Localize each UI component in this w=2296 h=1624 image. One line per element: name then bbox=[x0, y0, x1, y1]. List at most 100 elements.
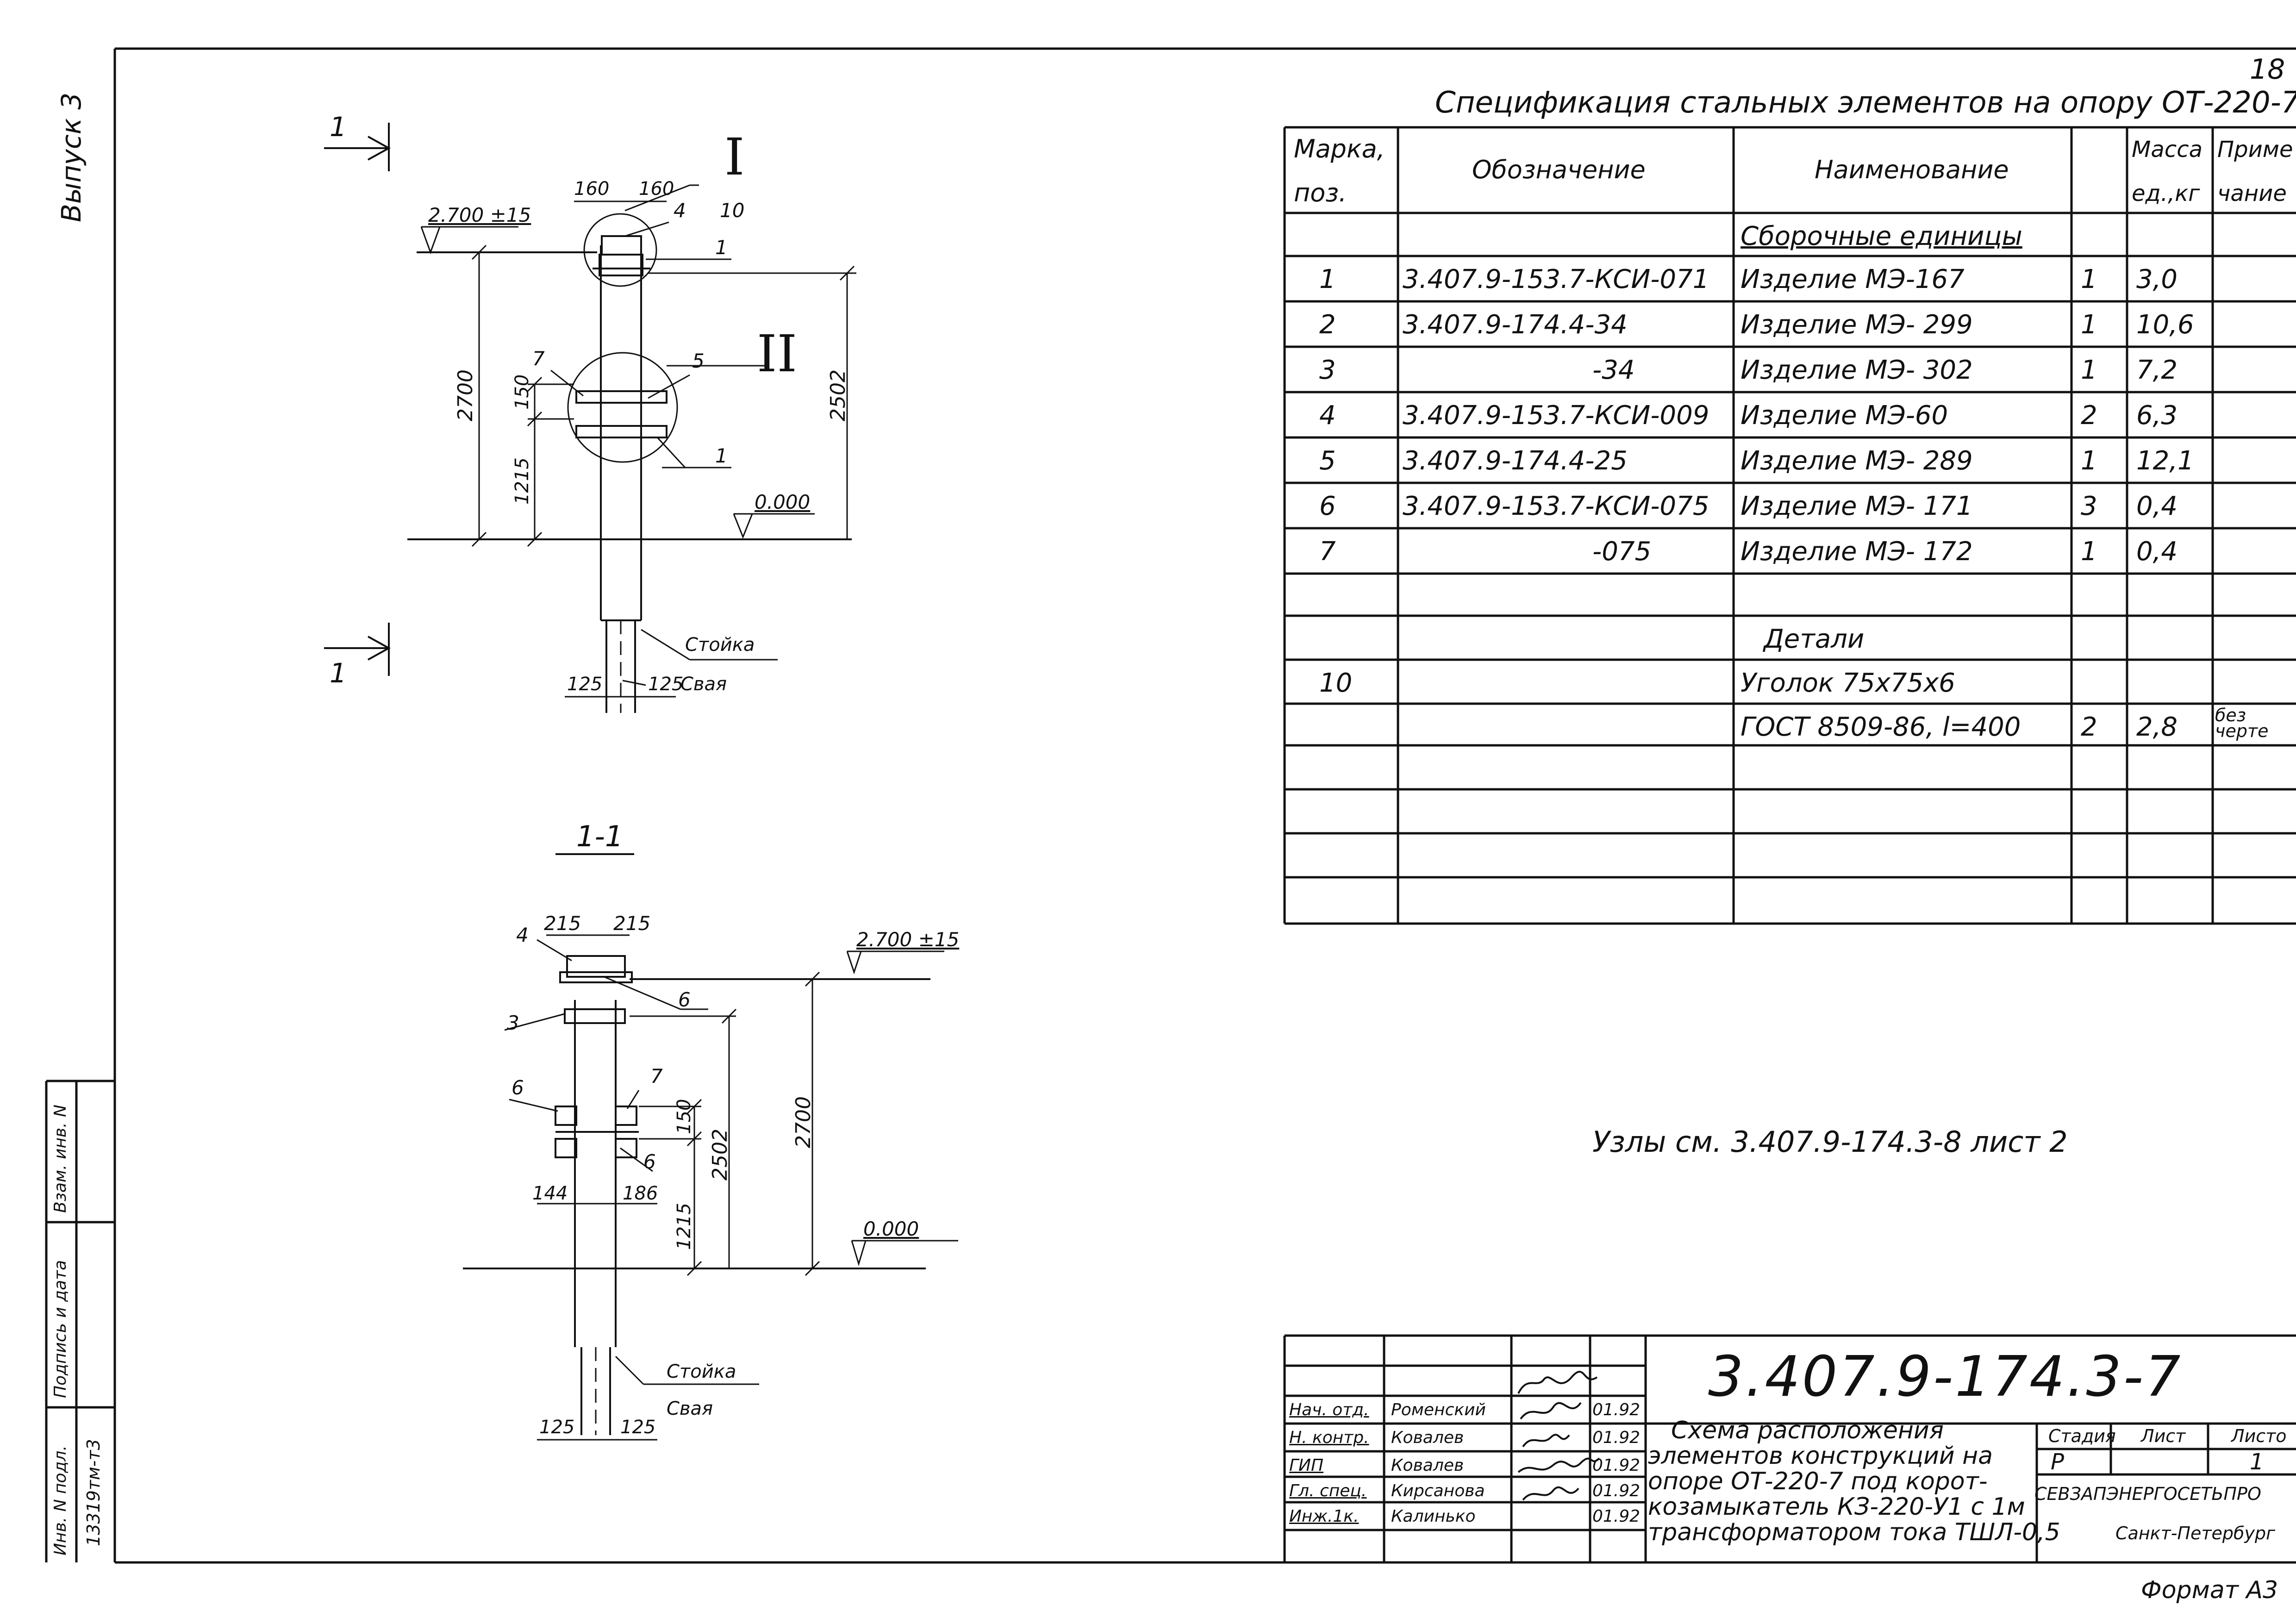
level-zero-section: 0.000 bbox=[863, 1218, 919, 1240]
dim-125-left-elev: 125 bbox=[567, 674, 603, 695]
spec-cell-name: Изделие МЭ- 299 bbox=[1741, 310, 1973, 340]
stamp-role: ГИП bbox=[1289, 1456, 1324, 1475]
stamp-name: Ковалев bbox=[1391, 1428, 1464, 1447]
pos-label-5: 5 bbox=[692, 350, 705, 372]
dim-150-elev: 150 bbox=[512, 374, 533, 410]
spec-cell-mass: 7,2 bbox=[2136, 355, 2178, 385]
spec-cell-qty: 1 bbox=[2081, 264, 2097, 294]
stamp-title-line: опоре ОТ-220-7 под корот- bbox=[1648, 1468, 1988, 1495]
spec-cell-designation: 3.407.9-153.7-КСИ-075 bbox=[1403, 491, 1710, 521]
stage-value: Р bbox=[2051, 1449, 2064, 1475]
spec-cell-designation: 3.407.9-153.7-КСИ-071 bbox=[1403, 264, 1710, 294]
label-stoika-section: Стойка bbox=[667, 1361, 736, 1382]
spec-cell-designation: -075 bbox=[1592, 537, 1652, 567]
callout-node-I: I bbox=[724, 127, 745, 187]
dim-125-right-elev: 125 bbox=[648, 674, 684, 695]
sheet-label: Лист bbox=[2141, 1426, 2186, 1446]
spec-cell-mass: 10,6 bbox=[2136, 310, 2194, 340]
spec-cell-mark: 5 bbox=[1319, 446, 1336, 476]
pos-6-left-section: 6 bbox=[512, 1076, 524, 1099]
spec-cell-mass: 6,3 bbox=[2136, 400, 2178, 431]
level-top-elev: 2.700 ±15 bbox=[428, 204, 531, 226]
stamp-title-line: элементов конструкций на bbox=[1648, 1442, 1993, 1470]
stamp-name: Калинько bbox=[1391, 1507, 1476, 1526]
stamp-title-line: Схема расположения bbox=[1671, 1417, 1944, 1444]
spec-cell-name: Изделие МЭ- 289 bbox=[1741, 446, 1973, 476]
spec-cell-name: ГОСТ 8509-86, l=400 bbox=[1741, 712, 2021, 742]
spec-cell-name: Изделие МЭ- 171 bbox=[1741, 491, 1973, 521]
vzam-inv-label: Взам. инв. N bbox=[51, 1105, 70, 1213]
spec-cell-mass: 2,8 bbox=[2136, 712, 2178, 742]
stamp-name: Ковалев bbox=[1391, 1456, 1464, 1475]
spec-cell-name: Изделие МЭ-167 bbox=[1741, 264, 1965, 294]
spec-cell-mark: 1 bbox=[1319, 264, 1336, 294]
level-zero-elev: 0.000 bbox=[755, 491, 811, 513]
dim-125-right-section: 125 bbox=[620, 1417, 656, 1438]
signatures bbox=[1517, 1371, 1600, 1501]
spec-cell-mass: 3,0 bbox=[2136, 264, 2178, 294]
header-mass-1: Масса bbox=[2132, 137, 2203, 162]
label-stoika-elev: Стойка bbox=[685, 634, 755, 656]
spec-cell-name: Изделие МЭ- 172 bbox=[1741, 537, 1973, 567]
spec-cell-mass: 0,4 bbox=[2136, 537, 2178, 567]
inv-podl-label: Инв. N подл. bbox=[51, 1445, 70, 1555]
callout-node-II: II bbox=[757, 324, 797, 383]
org-city: Санкт-Петербург bbox=[2115, 1523, 2276, 1543]
stamp-date: 01.92 bbox=[1592, 1507, 1641, 1526]
dim-144: 144 bbox=[532, 1183, 568, 1204]
org-name: СЕВЗАПЭНЕРГОСЕТЬПРО bbox=[2034, 1484, 2261, 1504]
sheets-label: Листо bbox=[2231, 1426, 2287, 1446]
section-title: 1-1 bbox=[576, 819, 624, 853]
section-mark-bottom: 1 bbox=[330, 657, 347, 689]
header-mark-2: поз. bbox=[1294, 178, 1347, 207]
spec-cell-mark: 4 bbox=[1319, 400, 1336, 431]
stamp-title-line: трансформатором тока ТШЛ-0,5 bbox=[1648, 1518, 2060, 1546]
stamp-name: Роменский bbox=[1391, 1400, 1486, 1419]
dim-1215-elev: 1215 bbox=[512, 457, 533, 505]
pos-label-1-bottom: 1 bbox=[715, 444, 728, 467]
dim-150-section: 150 bbox=[674, 1099, 695, 1134]
pos-label-7: 7 bbox=[532, 347, 545, 370]
stamp-date: 01.92 bbox=[1592, 1481, 1641, 1500]
spec-cell-name: Уголок 75х75х6 bbox=[1741, 668, 1955, 698]
stamp-date: 01.92 bbox=[1592, 1456, 1641, 1475]
label-svaya-section: Свая bbox=[667, 1398, 713, 1419]
section-mark-top: 1 bbox=[330, 111, 347, 143]
header-note-2: чание bbox=[2217, 181, 2287, 206]
header-designation: Обозначение bbox=[1472, 155, 1646, 184]
spec-cell-name: Изделие МЭ-60 bbox=[1741, 400, 1948, 431]
header-mark-1: Марка, bbox=[1294, 134, 1385, 163]
spec-cell-mark: 6 bbox=[1319, 491, 1336, 521]
dim-2700-elev: 2700 bbox=[454, 369, 477, 421]
spec-cell-mark: 10 bbox=[1319, 668, 1353, 698]
stamp-title-line: козамыкатель КЗ-220-У1 с 1м bbox=[1648, 1493, 2025, 1521]
sheet-value: 1 bbox=[2250, 1449, 2264, 1475]
dim-186: 186 bbox=[623, 1183, 658, 1204]
spec-cell-note: без черте bbox=[2215, 705, 2269, 741]
stamp-date: 01.92 bbox=[1592, 1428, 1641, 1447]
dim-215-right: 215 bbox=[613, 912, 651, 935]
dim-2502-elev: 2502 bbox=[826, 369, 850, 421]
pos-6-top-section: 6 bbox=[678, 988, 691, 1011]
spec-cell-mass: 12,1 bbox=[2136, 446, 2194, 476]
inv-number: 13319тм-т3 bbox=[83, 1439, 104, 1546]
format-label: Формат А3 bbox=[2141, 1576, 2278, 1604]
dim-160-left: 160 bbox=[574, 178, 610, 200]
pos-7-section: 7 bbox=[650, 1065, 663, 1087]
stage-label: Стадия bbox=[2048, 1426, 2116, 1446]
spec-cell-name: Сборочные единицы bbox=[1741, 221, 2022, 251]
pos-label-4: 4 bbox=[674, 199, 686, 222]
spec-cell-qty: 2 bbox=[2081, 400, 2097, 431]
dim-1215-section: 1215 bbox=[674, 1203, 695, 1250]
pos-4-section: 4 bbox=[516, 924, 529, 946]
pos-label-10: 10 bbox=[720, 199, 745, 222]
nodes-note: Узлы см. 3.407.9-174.3-8 лист 2 bbox=[1592, 1125, 2068, 1159]
label-svaya-elev: Свая bbox=[680, 674, 727, 695]
spec-cell-mark: 3 bbox=[1319, 355, 1336, 385]
doc-code: 3.407.9-174.3-7 bbox=[1708, 1345, 2183, 1409]
podpis-data-label: Подпись и дата bbox=[51, 1260, 70, 1398]
pos-3-section: 3 bbox=[507, 1012, 519, 1034]
spec-cell-qty: 1 bbox=[2081, 310, 2097, 340]
header-note-1: Приме bbox=[2217, 137, 2293, 162]
